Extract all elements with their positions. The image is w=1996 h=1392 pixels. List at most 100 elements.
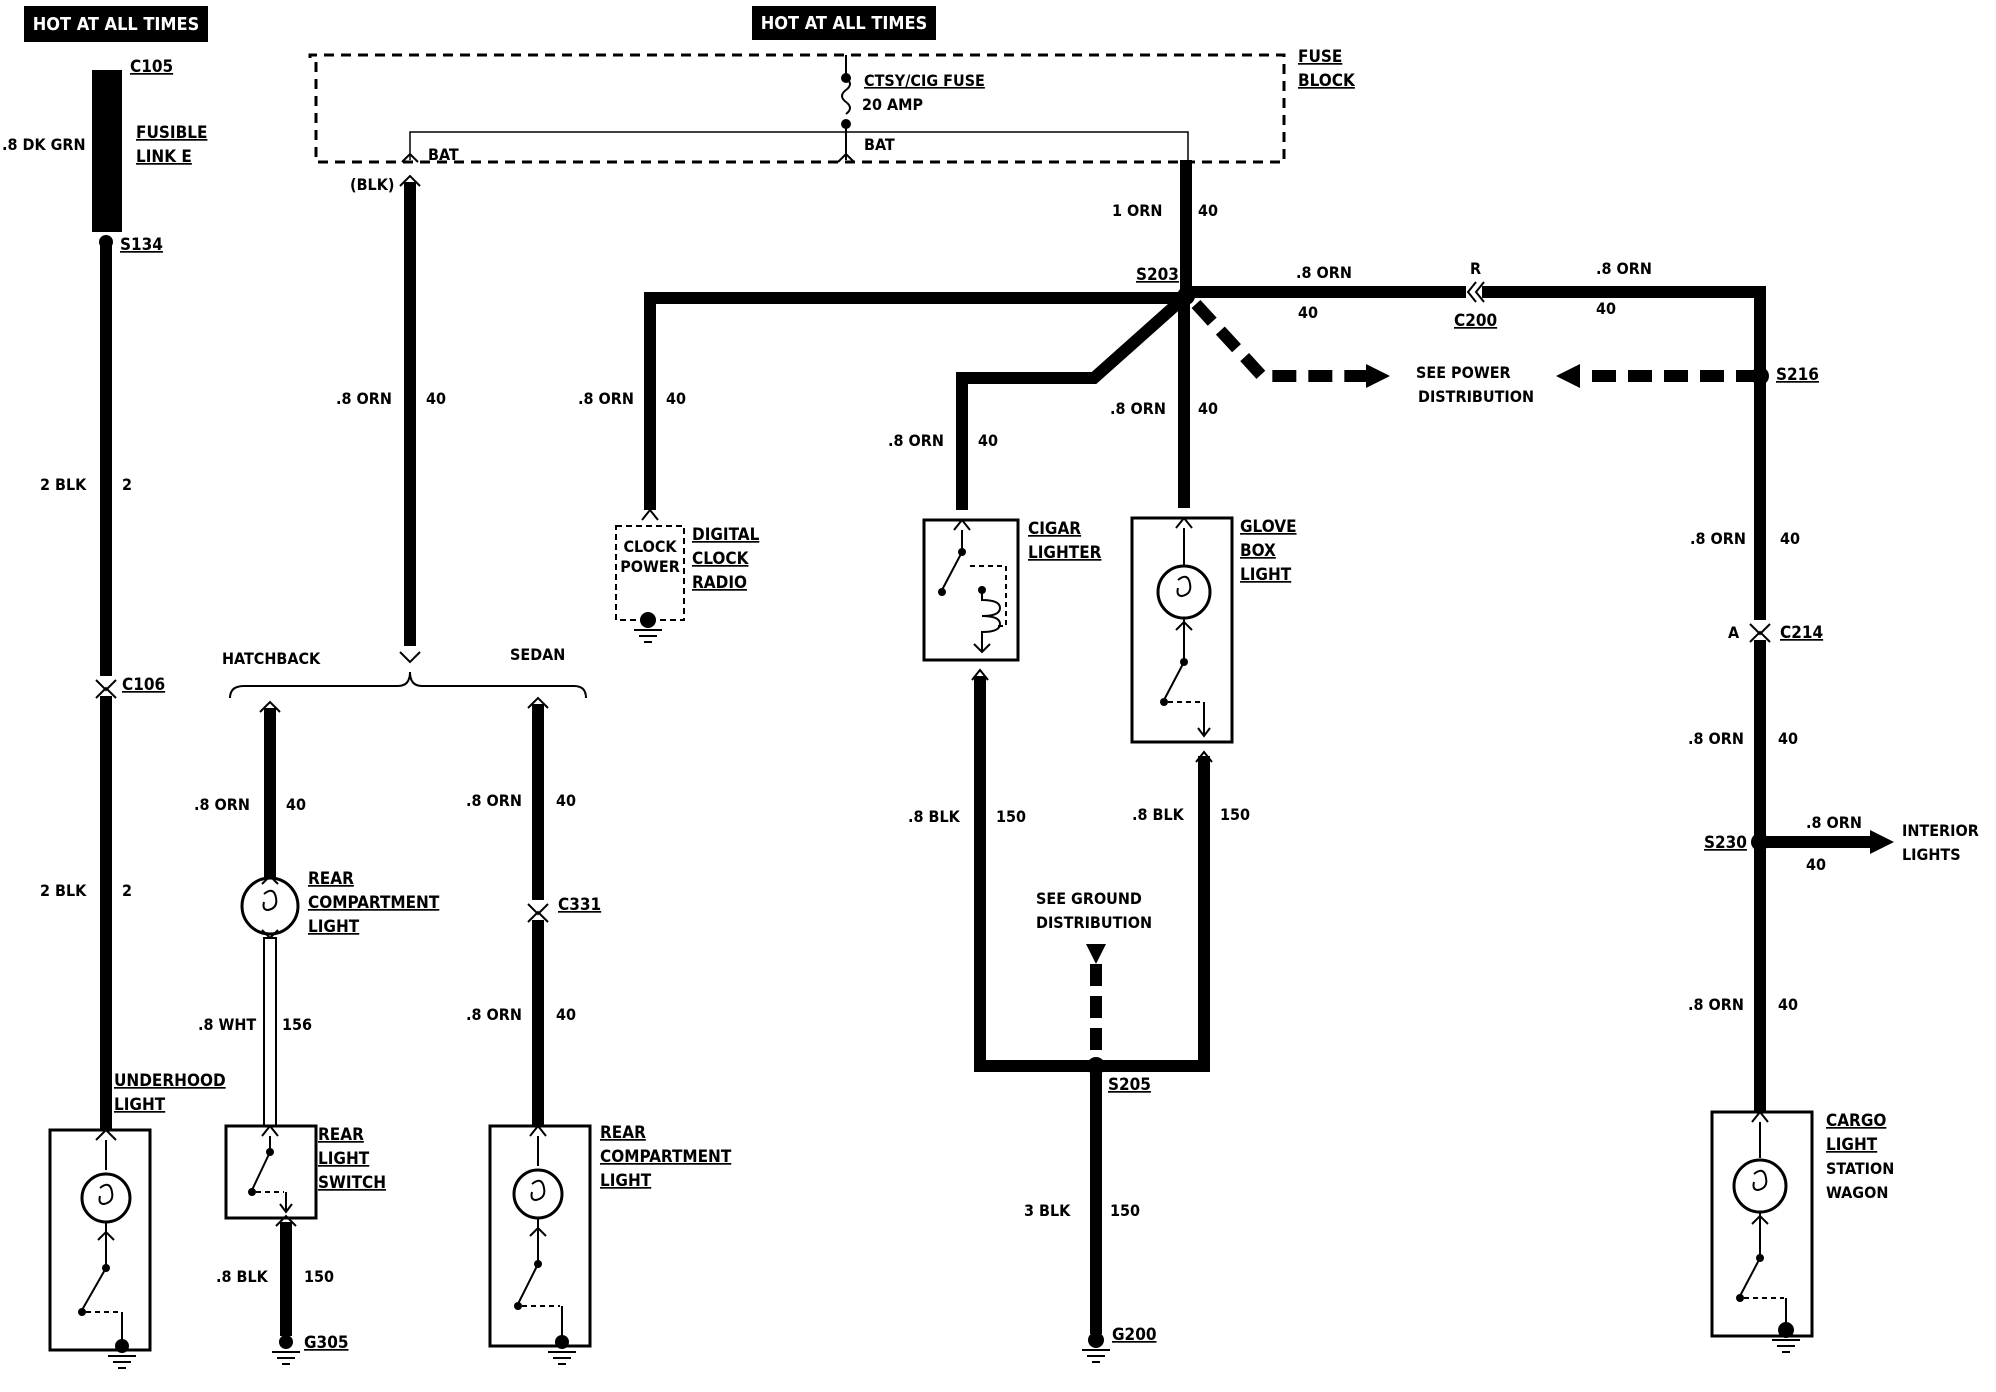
rear-switch-label-2: LIGHT xyxy=(318,1149,370,1169)
underhood-label-2: LIGHT xyxy=(114,1095,166,1115)
hatch-wire-ckt: 40 xyxy=(286,795,306,814)
header-left-text: HOT AT ALL TIMES xyxy=(33,14,200,35)
rear-compartment-light-hatchback xyxy=(240,874,300,940)
rear-light-switch xyxy=(224,1124,318,1220)
rear-comp-s-label-3: LIGHT xyxy=(600,1171,652,1191)
header-center-text: HOT AT ALL TIMES xyxy=(761,13,928,34)
fuse-rating: 20 AMP xyxy=(862,95,923,114)
fusible-label-1: FUSIBLE xyxy=(136,123,207,143)
glove-gnd-label: .8 BLK xyxy=(1132,805,1185,824)
cigar-gnd-ckt: 150 xyxy=(996,807,1026,826)
hatch-wire-label: .8 ORN xyxy=(194,795,250,814)
cargo-label-3: STATION xyxy=(1826,1159,1894,1178)
cigar-lighter xyxy=(922,518,1020,662)
power-dist-label-2: DISTRIBUTION xyxy=(1418,387,1534,406)
sedan-low-ckt: 40 xyxy=(556,1005,576,1024)
ground-dist-label-2: DISTRIBUTION xyxy=(1036,913,1152,932)
c200-right-label: .8 ORN xyxy=(1596,259,1652,278)
rear-comp-s-label-2: COMPARTMENT xyxy=(600,1147,732,1167)
s205-label: S205 xyxy=(1108,1075,1151,1095)
blk-label: (BLK) xyxy=(350,175,394,194)
digital-clock-radio: CLOCK POWER xyxy=(615,508,685,643)
bat-left-label: BAT xyxy=(428,145,459,164)
glove-label-1: GLOVE xyxy=(1240,517,1297,537)
orn1-ckt: 40 xyxy=(1198,201,1218,220)
c200-right-ckt: 40 xyxy=(1596,299,1616,318)
glove-wire-ckt: 40 xyxy=(1198,399,1218,418)
hatchback-label: HATCHBACK xyxy=(222,649,321,668)
cargo-up-ckt: 40 xyxy=(1780,529,1800,548)
batline-label: .8 ORN xyxy=(336,389,392,408)
c214-pin: A xyxy=(1728,623,1740,642)
main-gnd-label: 3 BLK xyxy=(1024,1201,1071,1220)
rear-comp-h-label-1: REAR xyxy=(308,869,354,889)
underhood-circuit: C105 .8 DK GRN FUSIBLE LINK E S134 2 BLK… xyxy=(2,57,226,1369)
main-gnd-ckt: 150 xyxy=(1110,1201,1140,1220)
header-center: HOT AT ALL TIMES xyxy=(752,6,936,40)
interior-wire-ckt: 40 xyxy=(1806,855,1826,874)
fuse-name: CTSY/CIG FUSE xyxy=(864,71,985,90)
batline-ckt: 40 xyxy=(426,389,446,408)
c105-label: C105 xyxy=(130,57,173,77)
rear-comp-h-label-3: LIGHT xyxy=(308,917,360,937)
interior-label-2: LIGHTS xyxy=(1902,845,1961,864)
ground-returns: .8 BLK 150 .8 BLK 150 SEE GROUND DISTRIB… xyxy=(908,668,1250,1363)
rear-switch-label-1: REAR xyxy=(318,1125,364,1145)
clock-label-3: RADIO xyxy=(692,573,747,593)
cargo-label-2: LIGHT xyxy=(1826,1135,1878,1155)
fusible-label-2: LINK E xyxy=(136,147,192,167)
main-feed: 1 ORN 40 S203 .8 ORN 40 R C200 .8 ORN 40… xyxy=(578,160,1819,510)
blk2-lower-label: 2 BLK xyxy=(40,881,87,900)
fuse-block-label-2: BLOCK xyxy=(1298,71,1356,91)
fuse-block: CTSY/CIG FUSE 20 AMP BAT BAT (BLK) FUSE … xyxy=(308,47,1356,194)
wht-ckt: 156 xyxy=(282,1015,312,1034)
switch-gnd-label: .8 BLK xyxy=(216,1267,269,1286)
rear-compartment-light-sedan xyxy=(488,1124,592,1365)
rear-comp-s-label-1: REAR xyxy=(600,1123,646,1143)
glove-box-light xyxy=(1130,516,1234,744)
rear-comp-h-label-2: COMPARTMENT xyxy=(308,893,440,913)
c200-pin: R xyxy=(1470,259,1481,278)
g200-label: G200 xyxy=(1112,1325,1156,1345)
blk2-upper-label: 2 BLK xyxy=(40,475,87,494)
cargo-up-label: .8 ORN xyxy=(1690,529,1746,548)
blk2-upper-ckt: 2 xyxy=(122,475,132,494)
cigar-wire-ckt: 40 xyxy=(978,431,998,450)
s230-label: S230 xyxy=(1704,833,1747,853)
clock-label-1: DIGITAL xyxy=(692,525,760,545)
sedan-low-label: .8 ORN xyxy=(466,1005,522,1024)
underhood-label-1: UNDERHOOD xyxy=(114,1071,226,1091)
sedan-up-label: .8 ORN xyxy=(466,791,522,810)
cargo-label-1: CARGO xyxy=(1826,1111,1886,1131)
c331-label: C331 xyxy=(558,895,601,915)
cigar-label-2: LIGHTER xyxy=(1028,543,1102,563)
blk2-lower-ckt: 2 xyxy=(122,881,132,900)
cargo-label-4: WAGON xyxy=(1826,1183,1888,1202)
glove-label-2: BOX xyxy=(1240,541,1276,561)
clock-wire-label: .8 ORN xyxy=(578,389,634,408)
switch-gnd-ckt: 150 xyxy=(304,1267,334,1286)
cargo-low-label: .8 ORN xyxy=(1688,995,1744,1014)
s216-label: S216 xyxy=(1776,365,1819,385)
clock-label-2: CLOCK xyxy=(692,549,750,569)
c200-label: C200 xyxy=(1454,311,1497,331)
cigar-wire-label: .8 ORN xyxy=(888,431,944,450)
glove-gnd-ckt: 150 xyxy=(1220,805,1250,824)
wht-label: .8 WHT xyxy=(198,1015,256,1034)
clock-inner-2: POWER xyxy=(620,557,680,576)
s203-right-label: .8 ORN xyxy=(1296,263,1352,282)
interior-label-1: INTERIOR xyxy=(1902,821,1979,840)
c214-label: C214 xyxy=(1780,623,1823,643)
sedan-up-ckt: 40 xyxy=(556,791,576,810)
fuse-block-label-1: FUSE xyxy=(1298,47,1342,67)
power-dist-label-1: SEE POWER xyxy=(1416,363,1511,382)
g305-label: G305 xyxy=(304,1333,348,1353)
cigar-gnd-label: .8 BLK xyxy=(908,807,961,826)
clock-wire-ckt: 40 xyxy=(666,389,686,408)
cigar-label-1: CIGAR xyxy=(1028,519,1081,539)
underhood-light xyxy=(48,1128,152,1369)
fusible-link xyxy=(92,70,122,232)
interior-wire-label: .8 ORN xyxy=(1806,813,1862,832)
cargo-circuit: .8 ORN 40 A C214 .8 ORN 40 S230 .8 ORN 4… xyxy=(1688,376,1979,1353)
